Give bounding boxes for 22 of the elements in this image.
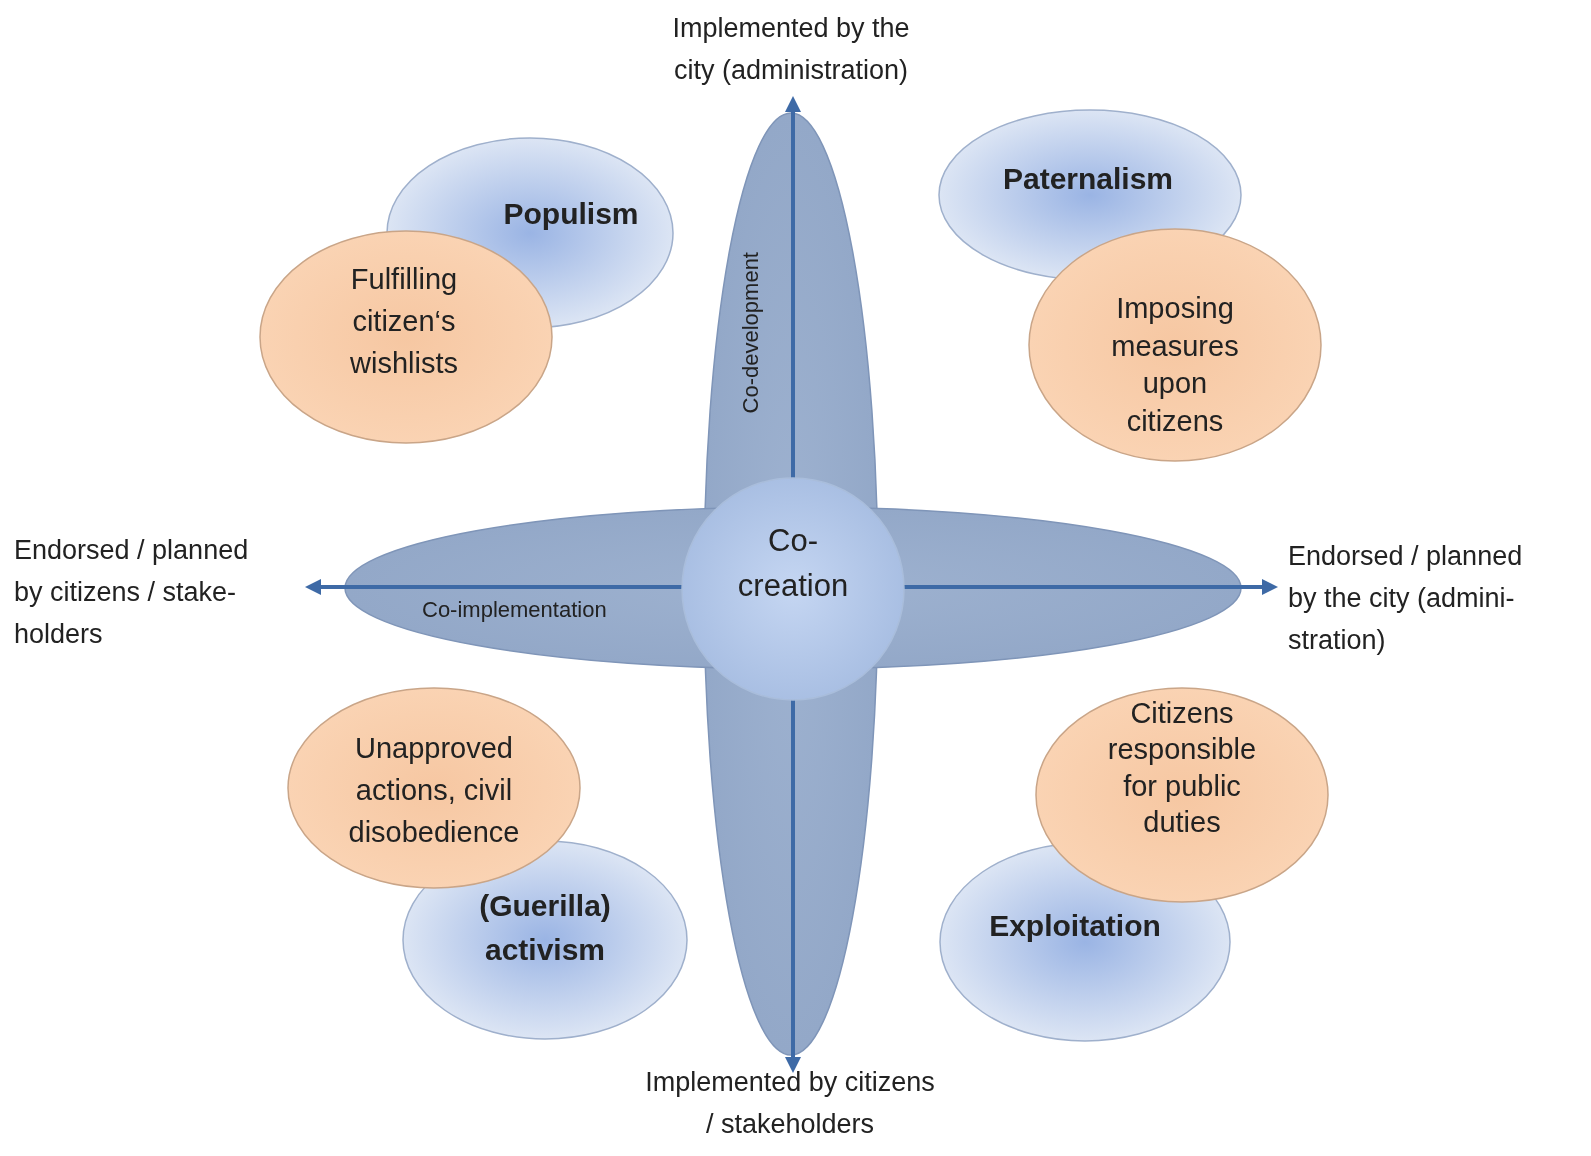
description-ellipse	[287, 687, 581, 889]
band-label: Co-implementation	[422, 598, 607, 623]
node-label: Fulfilling citizen‘s wishlists	[349, 262, 459, 382]
node-label: Exploitation	[988, 908, 1162, 944]
center-circle	[681, 477, 905, 701]
description-ellipse	[1035, 687, 1329, 903]
description-ellipse	[1028, 228, 1322, 462]
node-label: Imposing measures upon citizens	[1110, 291, 1240, 440]
description-ellipse	[259, 230, 553, 444]
axis-label: Endorsed / planned by citizens / stake-holders	[14, 534, 250, 651]
concept-ellipse	[939, 842, 1231, 1042]
axis-label: Implemented by citizens / stakeholders	[644, 1066, 936, 1141]
node-label: Paternalism	[1001, 161, 1175, 197]
band-label: Co-development	[739, 252, 764, 414]
node-label: Citizens responsible for public duties	[1106, 696, 1258, 840]
node-label: (Guerilla) activism	[478, 888, 612, 968]
concept-ellipse	[402, 840, 688, 1040]
axis-label: Implemented by the city (administration)	[671, 12, 911, 87]
node-label: Populism	[502, 196, 640, 232]
node-label: Co-creation	[736, 522, 850, 605]
axis-label: Endorsed / planned by the city (admini-stration)	[1288, 540, 1524, 657]
node-label: Unapproved actions, civil disobedience	[347, 731, 521, 851]
